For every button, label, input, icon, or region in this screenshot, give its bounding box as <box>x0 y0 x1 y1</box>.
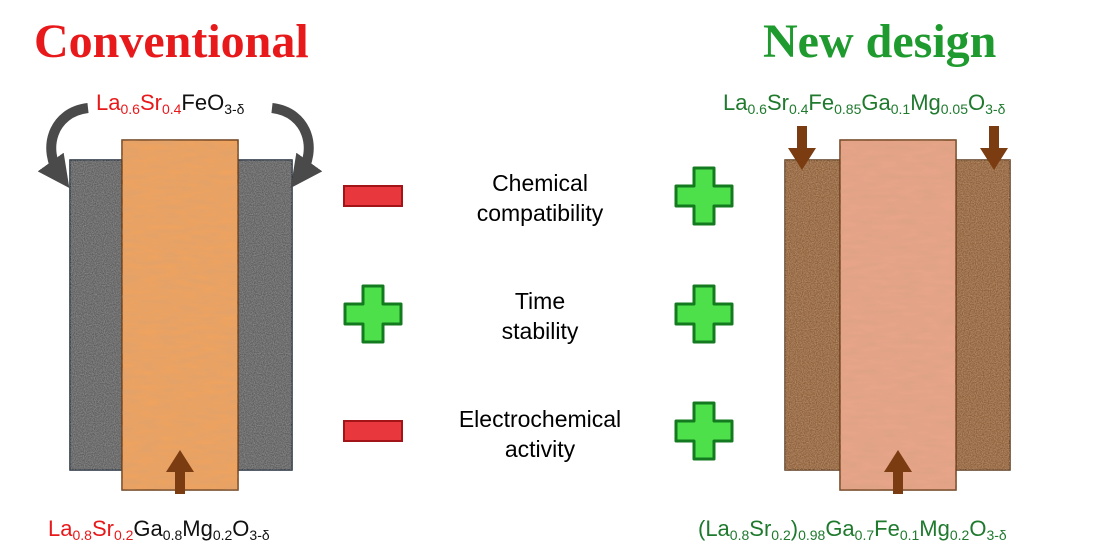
formula-element: Sr <box>766 90 789 115</box>
criterion-electrochemical-activity: Electrochemical activity <box>430 404 650 464</box>
criterion-chemical-compatibility: Chemical compatibility <box>430 168 650 228</box>
new-design-title: New design <box>763 15 997 68</box>
formula-element: Ga <box>825 516 855 541</box>
formula-element: Mg <box>910 90 941 115</box>
plus-icon <box>343 284 403 344</box>
formula-subscript: 0.98 <box>798 527 826 543</box>
new-design-electrolyte-formula: (La0.8Sr0.2)0.98Ga0.7Fe0.1Mg0.2O3-δ <box>698 516 1007 543</box>
minus-icon <box>343 420 403 442</box>
formula-subscript: 0.8 <box>729 527 750 543</box>
formula-subscript: 0.4 <box>161 101 182 117</box>
right-curved-arrow <box>271 103 323 188</box>
minus-icon <box>343 185 403 207</box>
criterion-line: Electrochemical <box>458 406 622 432</box>
criterion-time-stability: Time stability <box>430 286 650 346</box>
formula-element: O <box>969 516 987 541</box>
new-right-electrode-arrow <box>980 126 1008 170</box>
formula-element: Mg <box>919 516 950 541</box>
formula-element: Mg <box>182 516 213 541</box>
new-left-electrode-arrow <box>788 126 816 170</box>
formula-subscript: 3-δ <box>986 527 1007 543</box>
formula-element: Sr <box>139 90 162 115</box>
formula-element: O <box>232 516 250 541</box>
formula-subscript: 0.6 <box>120 101 140 117</box>
new-design-electrode-formula: La0.6Sr0.4Fe0.85Ga0.1Mg0.05O3-δ <box>723 90 1006 117</box>
formula-subscript: 3-δ <box>249 527 270 543</box>
formula-element: FeO <box>181 90 225 115</box>
criterion-line: compatibility <box>476 200 604 226</box>
formula-element: Fe <box>808 90 835 115</box>
criterion-line: Time <box>514 288 566 314</box>
formula-subscript: 0.7 <box>854 527 875 543</box>
formula-element: La <box>48 516 73 541</box>
conventional-cell <box>37 103 323 494</box>
formula-element: (La <box>698 516 730 541</box>
new-design-cell <box>784 126 1011 494</box>
conventional-title: Conventional <box>34 15 309 68</box>
formula-subscript: 0.1 <box>890 101 911 117</box>
left-curved-arrow <box>37 103 89 188</box>
criterion-line: Chemical <box>492 170 588 196</box>
formula-subscript: 0.8 <box>162 527 183 543</box>
formula-subscript: 3-δ <box>985 101 1006 117</box>
formula-subscript: 0.8 <box>72 527 92 543</box>
formula-subscript: 0.2 <box>212 527 233 543</box>
formula-element: La <box>723 90 748 115</box>
formula-subscript: 0.2 <box>949 527 970 543</box>
formula-element: Ga <box>133 516 163 541</box>
formula-element: Ga <box>861 90 891 115</box>
criterion-line: stability <box>501 318 579 344</box>
formula-subscript: 0.2 <box>113 527 134 543</box>
conventional-electrolyte-formula: La0.8Sr0.2Ga0.8Mg0.2O3-δ <box>48 516 270 543</box>
formula-element: Sr <box>91 516 114 541</box>
conventional-electrode-formula: La0.6Sr0.4FeO3-δ <box>96 90 245 117</box>
new-electrolyte-arrow <box>884 450 912 494</box>
formula-subscript: 0.05 <box>940 101 968 117</box>
formula-subscript: 0.85 <box>834 101 862 117</box>
plus-icon <box>674 166 734 226</box>
formula-subscript: 0.4 <box>788 101 809 117</box>
formula-element: O <box>968 90 986 115</box>
formula-subscript: 3-δ <box>224 101 245 117</box>
formula-element: Fe <box>874 516 900 541</box>
formula-subscript: 0.2 <box>771 527 791 543</box>
formula-element: La <box>96 90 121 115</box>
formula-element: ) <box>790 516 799 541</box>
plus-icon <box>674 284 734 344</box>
plus-icon <box>674 401 734 461</box>
formula-subscript: 0.1 <box>899 527 920 543</box>
conventional-electrolyte-arrow <box>166 450 194 494</box>
comparison-symbols <box>343 166 734 461</box>
formula-element: Sr <box>749 516 772 541</box>
criterion-line: activity <box>504 436 576 462</box>
formula-subscript: 0.6 <box>747 101 767 117</box>
